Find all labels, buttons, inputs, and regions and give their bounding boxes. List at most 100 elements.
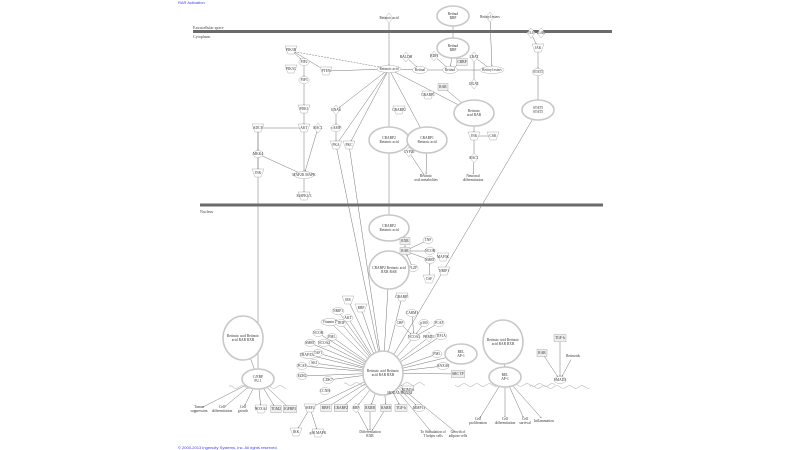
node-rest[interactable]: Retinyl esters — [479, 66, 505, 74]
node-pik3r[interactable]: PIK3R — [284, 45, 298, 55]
node-r_ski[interactable]: SKI — [308, 359, 320, 367]
node-s_smad[interactable]: SMAD3 — [553, 376, 566, 384]
node-s_retinoids[interactable]: Retinoids — [566, 354, 580, 358]
node-t_ikk[interactable]: IKK — [289, 427, 303, 437]
node-t_rbp[interactable]: RBP — [351, 402, 361, 414]
node-raldh[interactable]: RALDH — [400, 51, 413, 63]
node-rest_ext[interactable]: Retinyl esters — [480, 11, 500, 23]
node-srctf[interactable]: SRC TF — [451, 370, 466, 378]
node-prmt[interactable]: PRMT1 — [423, 331, 435, 343]
node-r_pml[interactable]: PML — [326, 333, 338, 341]
node-cyp26[interactable]: CYP26 — [404, 146, 415, 158]
node-il6[interactable]: IL6 — [526, 27, 536, 39]
node-r_vitd[interactable]: Vitamin D — [320, 318, 340, 326]
node-r_taf[interactable]: TAF1 — [312, 349, 324, 357]
node-dgat[interactable]: DGAT — [469, 78, 480, 90]
node-pip2[interactable]: PIP2 — [298, 58, 310, 66]
node-rac1[interactable]: RAC1 — [469, 152, 479, 164]
node-stat5[interactable]: STAT5 — [531, 68, 545, 76]
node-jnk[interactable]: JNK — [467, 131, 481, 141]
node-tif[interactable]: TIF1A — [434, 332, 448, 340]
node-nrip1[interactable]: NRIP1 — [437, 266, 451, 276]
node-retinal[interactable]: Retinal — [412, 66, 428, 74]
node-mapk3[interactable]: MAPK1/3 — [297, 191, 312, 201]
node-pten[interactable]: PTEN — [319, 66, 333, 76]
node-s_tgf[interactable]: TGF-b — [553, 334, 567, 342]
pathway-title-link[interactable]: RAR Activation — [178, 0, 205, 5]
node-pdk1[interactable]: PDK1 — [297, 104, 311, 114]
node-r_nrip[interactable]: NRIP1 — [331, 307, 345, 315]
node-camp[interactable]: cAMP — [330, 124, 342, 132]
node-l_tgm[interactable]: TGM2 — [270, 405, 282, 413]
node-tnf[interactable]: TNF — [422, 236, 434, 244]
node-csf[interactable]: CSF — [422, 274, 436, 284]
node-pik3c[interactable]: PIK3C — [284, 64, 298, 74]
node-pkc[interactable]: PKC — [342, 140, 356, 150]
node-r_trip[interactable]: TRIP — [335, 319, 347, 327]
node-rxr_n[interactable]: RXR — [399, 237, 411, 245]
node-pcaf[interactable]: PCAF — [433, 319, 445, 327]
node-mkk4[interactable]: MKK4 — [252, 150, 264, 158]
node-m_infl[interactable]: Inflammation — [534, 419, 554, 423]
node-r_cycl[interactable]: CCNH — [319, 387, 331, 395]
node-r_bix[interactable]: IRS — [341, 295, 355, 305]
node-p300[interactable]: p300 — [418, 319, 430, 327]
node-ra_ext[interactable]: Retinoic acid — [379, 12, 399, 24]
node-mapk[interactable]: MAP2K MAPK — [292, 171, 316, 179]
node-adcy[interactable]: ADCY — [251, 123, 265, 133]
node-rar_c[interactable]: RAR — [437, 83, 449, 91]
node-s_rar[interactable]: RAR — [536, 349, 548, 357]
node-t_rbp1[interactable]: RBP1 — [320, 404, 332, 412]
node-gnas[interactable]: GNAS — [331, 104, 341, 116]
node-t_mmp[interactable]: MMP11 — [412, 404, 426, 412]
node-akt[interactable]: AKT — [297, 123, 311, 133]
node-map3k[interactable]: MAP3K — [436, 252, 450, 262]
node-l_igf[interactable]: IGFBP3 — [283, 405, 298, 413]
node-r_rbp[interactable]: RBP — [354, 303, 368, 313]
node-r_ncoa2[interactable]: NCOA2 — [317, 339, 331, 347]
node-l_hoxa[interactable]: HOXA1 — [254, 404, 268, 414]
node-jnk2[interactable]: JNK — [251, 168, 265, 178]
node-rar_n[interactable]: RAR — [399, 247, 411, 255]
node-ncoa1[interactable]: NCOA1 — [407, 333, 421, 341]
node-t_hoxa[interactable]: HOXA1/HOXB1 — [387, 391, 412, 395]
node-pml[interactable]: PML — [431, 350, 443, 358]
node-ncor[interactable]: NCOR — [424, 247, 436, 255]
node-lrat[interactable]: LRAT — [470, 51, 480, 63]
node-r_kdm[interactable]: KDM5A — [402, 385, 415, 395]
node-cbp[interactable]: CBP — [394, 319, 406, 327]
node-retinol[interactable]: Retinol — [442, 66, 458, 74]
node-crabp1_n[interactable]: CRABP1 — [395, 292, 409, 302]
node-pip3[interactable]: PIP3 — [298, 76, 310, 84]
node-il6r[interactable]: IL6R — [536, 27, 545, 39]
copyright-link[interactable]: © 2000-2013 Ingenuity Systems, Inc. All … — [178, 445, 278, 450]
node-csk[interactable]: CSK — [486, 131, 500, 141]
node-t_rrp[interactable]: RXRB — [364, 404, 376, 412]
node-ra[interactable]: Retinoic acid — [376, 65, 402, 73]
node-t_crabp[interactable]: CRABP2 — [334, 404, 349, 412]
node-r_smrt[interactable]: SMRT — [304, 339, 316, 347]
node-t_nrip[interactable]: RARB — [380, 404, 392, 412]
